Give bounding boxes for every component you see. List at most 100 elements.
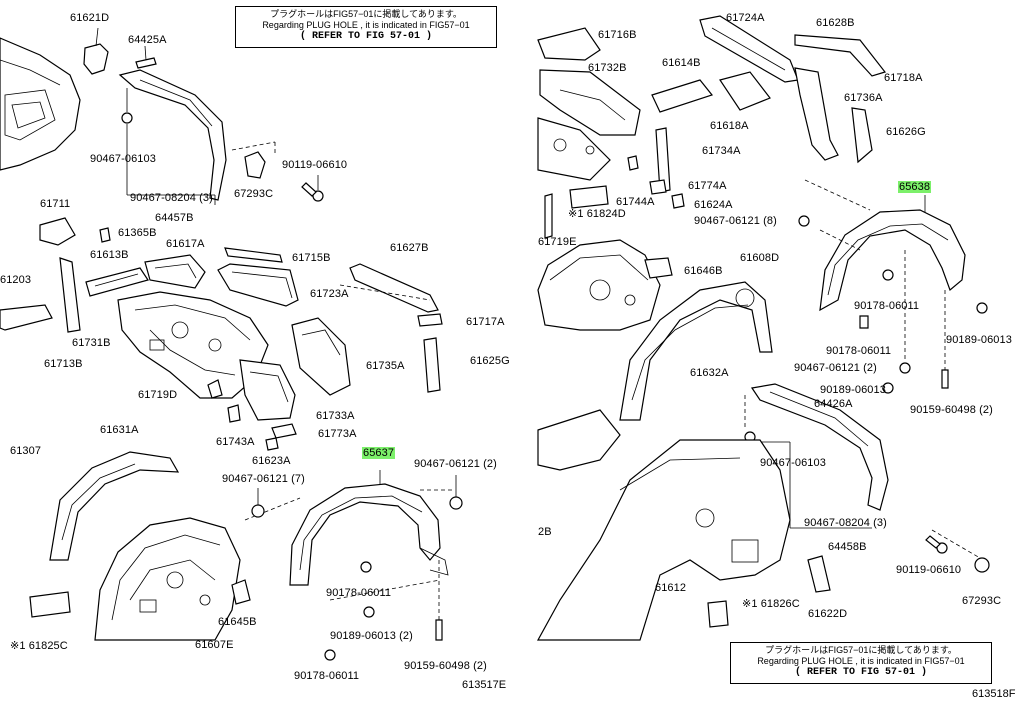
label-61824D: ※1 61824D (568, 208, 626, 220)
pillar-61734A (655, 127, 671, 193)
label-90189-06013-right-a: 90189-06013 (946, 334, 1012, 346)
label-90189-06013-right-b: 90189-06013 (820, 384, 886, 396)
label-65638-highlighted[interactable]: 65638 (898, 181, 932, 193)
strip-61715B (224, 247, 283, 263)
clip-61646B (644, 257, 673, 279)
label-61723A: 61723A (310, 288, 349, 300)
label-64426A: 64426A (814, 398, 853, 410)
reinforcement-61613B (85, 267, 149, 297)
label-64425A: 64425A (128, 34, 167, 46)
clips-61774A (627, 155, 685, 209)
label-61733A: 61733A (316, 410, 355, 422)
label-61607E: 61607E (195, 639, 234, 651)
label-61646B: 61646B (684, 265, 723, 277)
block-61824D (569, 185, 609, 209)
label-90467-06121-7: 90467-06121 (7) (222, 473, 305, 485)
bracket-61625G (423, 337, 441, 393)
label-90159-60498: 90159-60498 (2) (404, 660, 487, 672)
label-61774A: 61774A (688, 180, 727, 192)
label-61717A: 61717A (466, 316, 505, 328)
label-61645B: 61645B (218, 616, 257, 628)
pillar-61736A (794, 67, 839, 161)
bracket-61717A (417, 313, 443, 327)
label-61632A: 61632A (690, 367, 729, 379)
wheel-arch-61631A (49, 451, 180, 561)
liner-65638 (804, 179, 966, 312)
label-61614B: 61614B (662, 57, 701, 69)
label-61734A: 61734A (702, 145, 741, 157)
quarter-panel-61612 (536, 409, 791, 641)
wheel-arch-61632A (619, 281, 773, 421)
label-61617A: 61617A (166, 238, 205, 250)
note-en-text: Regarding PLUG HOLE , it is indicated in… (757, 656, 965, 666)
inner-quarter-61608D (537, 239, 661, 331)
label-61608D: 61608D (740, 252, 780, 264)
label-90467-08204-right: 90467-08204 (3) (804, 517, 887, 529)
note-ref-text: ( REFER TO FIG 57-01 ) (794, 667, 928, 678)
label-61719D: 61719D (138, 389, 178, 401)
label-90178-06011-a: 90178-06011 (326, 587, 392, 599)
figure-number-left: 613517E (462, 679, 507, 691)
label-90467-06121-2: 90467-06121 (2) (414, 458, 497, 470)
label-67293C-right: 67293C (962, 595, 1002, 607)
member-61627B (339, 263, 439, 313)
bracket-61621D (83, 27, 109, 75)
note-jp-text: プラグホールはFIG57−01に掲載してあります。 (765, 645, 957, 655)
label-61716B: 61716B (598, 29, 637, 41)
panel-61203 (0, 304, 53, 331)
label-90119-06610-right: 90119-06610 (896, 564, 962, 576)
clip-61719D (207, 379, 223, 399)
block-61825C (29, 591, 71, 618)
label-61627B: 61627B (390, 242, 429, 254)
label-61618A: 61618A (710, 120, 749, 132)
figure-number-right: 613518F (972, 688, 1016, 700)
label-64457B: 64457B (155, 212, 194, 224)
note-en-text: Regarding PLUG HOLE , it is indicated in… (262, 20, 470, 30)
label-61773A: 61773A (318, 428, 357, 440)
plug-hole-note-right: プラグホールはFIG57−01に掲載してあります。 Regarding PLUG… (730, 642, 992, 684)
block-61826C (707, 600, 729, 628)
label-90119-06610: 90119-06610 (282, 159, 348, 171)
label-61365B: 61365B (118, 227, 157, 239)
panel-61614B (651, 79, 714, 113)
label-61732B: 61732B (588, 62, 627, 74)
grommet-67293C (231, 141, 276, 179)
label-90178-06011-right-a: 90178-06011 (854, 300, 920, 312)
rail-61628B (794, 34, 887, 77)
label-90467-08204: 90467-08204 (3) (130, 192, 213, 204)
label-90467-06103: 90467-06103 (90, 153, 156, 165)
bracket-61622D (807, 555, 831, 593)
label-65637-highlighted[interactable]: 65637 (362, 447, 396, 459)
fasteners-right-liner (798, 215, 988, 394)
fasteners-left-liner (251, 475, 463, 661)
pillar-61713B (59, 257, 81, 333)
bracket-61711 (39, 217, 76, 246)
panel-61733A (239, 359, 296, 421)
bolt-90119-right (925, 529, 990, 573)
label-61624A: 61624A (694, 199, 733, 211)
wheelhouse-61607E (94, 517, 241, 641)
label-61825C: ※1 61825C (10, 640, 68, 652)
label-61203: 61203 (0, 274, 32, 286)
liner-65637 (244, 470, 452, 601)
label-61826C: ※1 61826C (742, 598, 800, 610)
label-61735A: 61735A (366, 360, 405, 372)
label-61621D: 61621D (70, 12, 110, 24)
label-90467-06121-2-right: 90467-06121 (2) (794, 362, 877, 374)
label-90178-06011-right-b: 90178-06011 (826, 345, 892, 357)
bolt-90119 (301, 175, 324, 202)
clips-lower-left (227, 404, 297, 451)
clip-61365B (99, 227, 111, 243)
label-61731B: 61731B (72, 337, 111, 349)
label-61744A: 61744A (616, 196, 655, 208)
label-61718A: 61718A (884, 72, 923, 84)
label-61307: 61307 (10, 445, 42, 457)
body-panel-top-left (0, 37, 81, 171)
label-64458B: 64458B (828, 541, 867, 553)
label-61628B: 61628B (816, 17, 855, 29)
label-61613B: 61613B (90, 249, 129, 261)
label-61743A: 61743A (216, 436, 255, 448)
label-61715B: 61715B (292, 252, 331, 264)
